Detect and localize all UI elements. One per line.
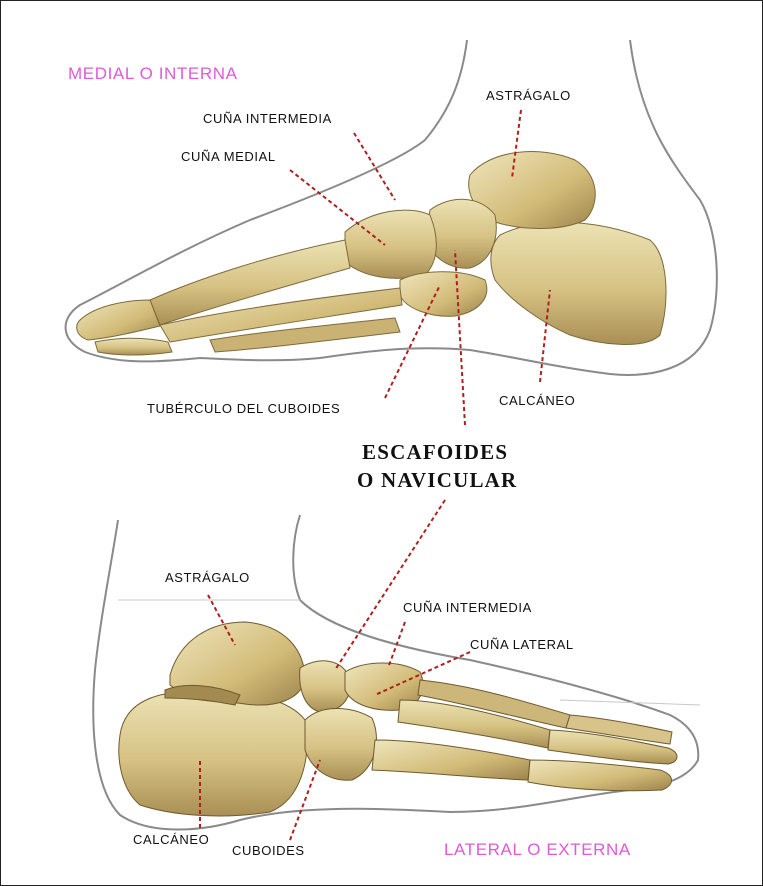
top-label-astragalo: ASTRÁGALO bbox=[486, 88, 571, 103]
bottom-metatarsal-bones bbox=[372, 740, 530, 780]
bottom-foot-bones bbox=[119, 622, 677, 816]
bottom-phalanx-bones bbox=[528, 760, 672, 791]
bottom-view-orientation-label: LATERAL O EXTERNA bbox=[444, 840, 631, 860]
bottom-label-cuboides: CUBOIDES bbox=[232, 843, 305, 858]
top-label-cuna-medial: CUÑA MEDIAL bbox=[181, 149, 276, 164]
top-label-cuna-intermedia: CUÑA INTERMEDIA bbox=[203, 111, 332, 126]
top-label-calcaneo: CALCÁNEO bbox=[499, 393, 575, 408]
bottom-cuboid-bone bbox=[305, 708, 376, 780]
top-cuneiform-bones bbox=[345, 210, 436, 278]
center-label-escafoides: ESCAFOIDES bbox=[362, 440, 508, 465]
bottom-label-cuna-lateral: CUÑA LATERAL bbox=[470, 637, 574, 652]
top-view-orientation-label: MEDIAL O INTERNA bbox=[68, 64, 238, 84]
bottom-label-calcaneo: CALCÁNEO bbox=[133, 832, 209, 847]
top-cuboid-bone bbox=[400, 272, 487, 317]
top-label-tuberculo-cuboides: TUBÉRCULO DEL CUBOIDES bbox=[147, 401, 340, 416]
center-label-navicular: O NAVICULAR bbox=[357, 468, 517, 493]
bottom-calcaneus-bone bbox=[119, 692, 307, 816]
top-foot-bones bbox=[77, 152, 666, 355]
top-phalanx-bones bbox=[77, 300, 160, 340]
top-calcaneus-bone bbox=[491, 222, 666, 344]
bottom-label-cuna-intermedia: CUÑA INTERMEDIA bbox=[403, 600, 532, 615]
bottom-navicular-bone bbox=[300, 661, 351, 712]
bottom-label-astragalo: ASTRÁGALO bbox=[165, 570, 250, 585]
